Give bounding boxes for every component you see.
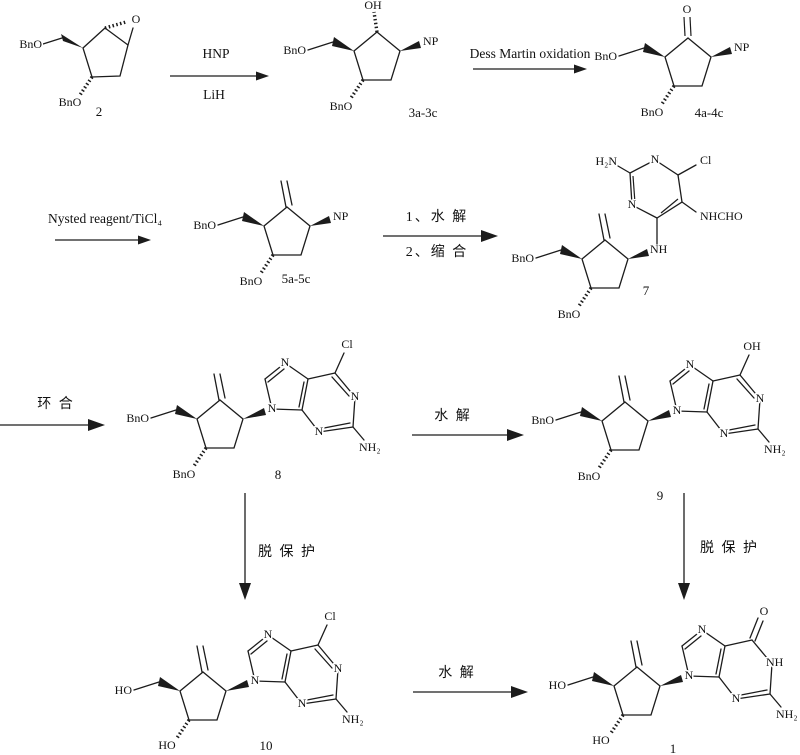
atom-label-bno: BnO	[578, 469, 601, 483]
reagent-label: 水 解	[434, 408, 472, 424]
atom-label-bno: BnO	[240, 274, 263, 288]
atom-label-cl: Cl	[341, 337, 353, 351]
compound-number: 8	[275, 467, 282, 482]
atom-label-n: N	[315, 424, 324, 438]
atom-label-o: O	[683, 2, 692, 16]
atom-label-bno: BnO	[19, 37, 42, 51]
arrow-step3: Nysted reagent/TiCl₄	[46, 210, 164, 245]
atom-label-bno: BnO	[59, 95, 82, 109]
atom-label-h2n: H₂N	[595, 154, 617, 168]
atom-label-ho: HO	[158, 738, 176, 752]
reagent-above: HNP	[202, 46, 229, 61]
atom-label-bno: BnO	[511, 251, 534, 265]
reagent-label: 环 合	[37, 396, 75, 412]
arrow-step1: HNP LiH	[170, 45, 269, 104]
compound-4a-4c: O NP BnO BnO 4a-4c	[593, 0, 751, 121]
reagent-below: 2、缩 合	[406, 244, 469, 260]
atom-label-nh2: NH₂	[776, 707, 798, 721]
atom-label-ho: HO	[549, 678, 567, 692]
atom-label-n: N	[264, 627, 273, 641]
atom-label-bno: BnO	[126, 411, 149, 425]
atom-label-n: N	[685, 668, 694, 682]
atom-label-n: N	[268, 401, 277, 415]
compound-7: BnO BnO NH N N H₂N Cl NHCHO 7	[510, 150, 745, 322]
arrow-step2: Dess Martin oxidation	[468, 45, 592, 74]
reagent-label: 脱 保 护	[258, 544, 317, 560]
atom-label-n: N	[732, 691, 741, 705]
atom-label-oh: OH	[743, 339, 761, 353]
atom-label-oh: OH	[364, 0, 382, 12]
compound-2: O BnO BnO 2	[18, 10, 142, 120]
compound-5a-5c: NP BnO BnO 5a-5c	[192, 180, 350, 289]
arrow-step7: 脱 保 护	[239, 493, 317, 600]
atom-label-n: N	[334, 661, 343, 675]
atom-label-cl: Cl	[324, 609, 336, 623]
atom-label-n: N	[720, 426, 729, 440]
atom-label-o: O	[760, 604, 769, 618]
atom-label-bno: BnO	[531, 413, 554, 427]
atom-label-n: N	[628, 197, 637, 211]
atom-label-nh: NH	[650, 242, 668, 256]
compound-10: HO HO N N N N Cl NH₂ 10	[113, 607, 365, 754]
atom-label-n: N	[281, 355, 290, 369]
atom-label-nh2: NH₂	[359, 440, 381, 454]
atom-label-bno: BnO	[641, 105, 664, 119]
compound-number: 9	[657, 488, 664, 503]
arrow-step9: 水 解	[413, 664, 528, 698]
compound-3a-3c: OH NP BnO BnO 3a-3c	[282, 0, 440, 121]
arrow-step5: 环 合	[0, 395, 105, 431]
atom-label-np: NP	[734, 40, 750, 54]
reagent-label: 脱 保 护	[700, 540, 759, 556]
atom-label-ho: HO	[592, 733, 610, 747]
atom-label-bno: BnO	[193, 218, 216, 232]
atom-label-nh: NH	[766, 655, 784, 669]
atom-label-n: N	[351, 389, 360, 403]
atom-label-n: N	[698, 622, 707, 636]
atom-label-n: N	[651, 152, 660, 166]
reagent-above: Dess Martin oxidation	[470, 46, 591, 61]
compound-number: 5a-5c	[282, 271, 311, 286]
arrow-step6: 水 解	[412, 407, 524, 441]
compound-number: 1	[670, 741, 677, 755]
atom-label-nh2: NH₂	[764, 442, 786, 456]
atom-label-bno: BnO	[173, 467, 196, 481]
atom-label-n: N	[251, 673, 260, 687]
atom-label-bno: BnO	[558, 307, 581, 321]
atom-label-o: O	[132, 12, 141, 26]
atom-label-bno: BnO	[330, 99, 353, 113]
atom-label-n: N	[686, 357, 695, 371]
reagent-label: 水 解	[438, 665, 476, 681]
compound-number: 7	[643, 283, 650, 298]
compound-number: 3a-3c	[409, 105, 438, 120]
atom-label-np: NP	[423, 34, 439, 48]
compound-number: 2	[96, 104, 103, 119]
compound-number: 10	[260, 738, 273, 753]
atom-label-bno: BnO	[594, 49, 617, 63]
compound-8: BnO BnO N N N N Cl NH₂ 8	[125, 335, 382, 483]
reagent-below: LiH	[203, 87, 225, 102]
atom-label-nh2: NH₂	[342, 712, 364, 726]
atom-label-nhcho: NHCHO	[700, 209, 743, 223]
reagent-above: 1、水 解	[406, 209, 469, 225]
atom-label-cl: Cl	[700, 153, 712, 167]
atom-label-n: N	[298, 696, 307, 710]
compound-9: BnO BnO N N N N OH NH₂ 9	[530, 337, 787, 504]
reagent-above: Nysted reagent/TiCl₄	[48, 211, 162, 226]
compound-1: HO HO N N NH N O NH₂ 1	[547, 602, 799, 755]
atom-label-bno: BnO	[283, 43, 306, 57]
compound-number: 4a-4c	[695, 105, 724, 120]
atom-label-n: N	[673, 403, 682, 417]
arrow-step8: 脱 保 护	[678, 493, 759, 600]
atom-label-np: NP	[333, 209, 349, 223]
atom-label-ho: HO	[115, 683, 133, 697]
atom-label-n: N	[756, 391, 765, 405]
arrow-step4: 1、水 解 2、缩 合	[383, 208, 498, 262]
